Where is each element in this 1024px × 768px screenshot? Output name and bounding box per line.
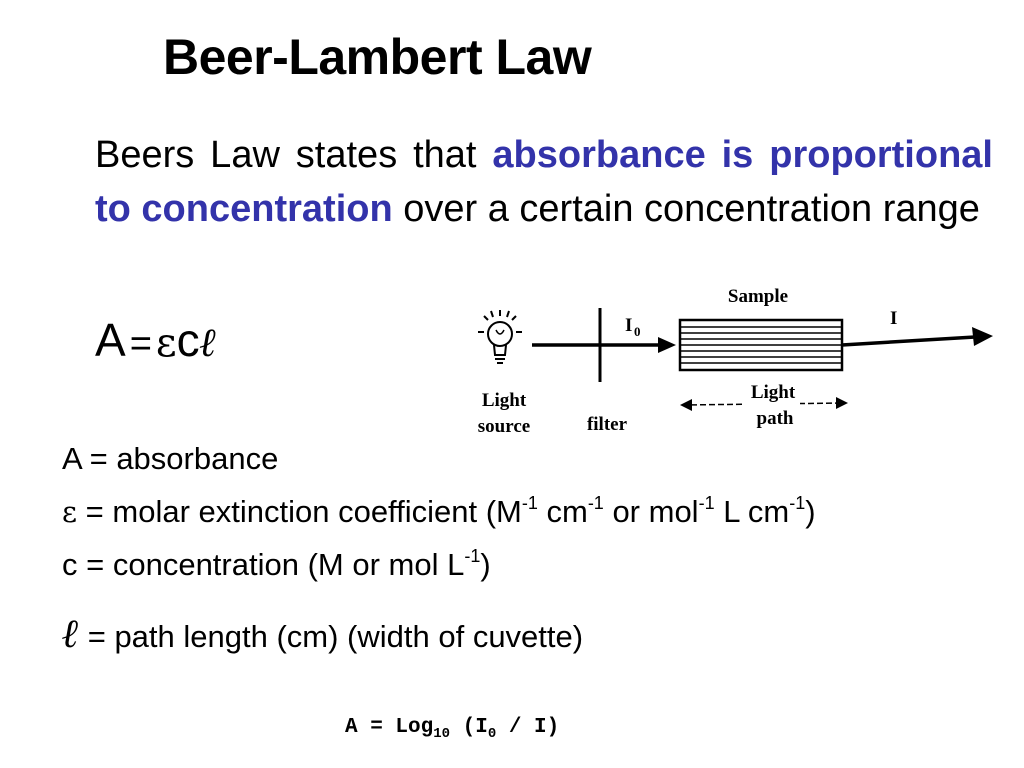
def-eps-t4: L cm [714,494,790,529]
beam-arrow-2 [972,327,993,346]
log-eq-sub1: 10 [433,726,451,742]
light-path-arrow-left [680,399,692,411]
log-equation: A = Log10 (I0 / I) [345,716,560,742]
i-out-label: I [890,308,897,329]
def-eps-s3: -1 [698,493,715,513]
intro-suffix: over a certain concentration range [392,188,980,230]
intro-paragraph: Beers Law states that absorbance is prop… [95,128,993,236]
beer-lambert-equation: A=εcℓ [95,313,217,367]
light-path-arrow-right [836,397,848,409]
definition-epsilon: ε = molar extinction coefficient (M-1 cm… [62,494,816,530]
def-eps-t5: ) [805,494,816,529]
light-source-label-2: source [478,416,530,437]
def-a-symbol: A [62,441,81,476]
def-ell-symbol: ℓ [62,610,80,657]
definition-path-length: ℓ = path length (cm) (width of cuvette) [62,610,583,657]
log-eq-t1: A = Log [345,716,434,739]
def-ell-text: path length (cm) (width of cuvette) [114,619,584,654]
def-c-symbol: c [62,547,78,582]
i0-label: I [625,315,632,336]
sample-cuvette [678,318,844,372]
beam-arrow-1 [658,337,676,353]
beam-line-2 [841,335,976,347]
i0-subscript: 0 [634,324,641,339]
eq-lhs: A [95,314,126,366]
def-eps-t2: cm [537,494,588,529]
def-eps-sign: = [77,494,113,529]
light-bulb-icon [478,310,522,364]
def-eps-t1: molar extinction coefficient (M [112,494,522,529]
def-c-sign: = [77,547,113,582]
eq-c: c [176,314,200,366]
eq-epsilon: ε [155,320,177,366]
def-c-t1: concentration (M or mol L [112,547,465,582]
def-eps-s2: -1 [587,493,604,513]
intro-prefix: Beers Law states that [95,134,493,176]
light-path-label-1: Light [751,382,796,403]
eq-ell: ℓ [199,319,217,366]
def-eps-s1: -1 [521,493,538,513]
intro-highlight: absorbance is proportional to concentrat… [95,134,993,230]
slide-title: Beer-Lambert Law [163,29,592,85]
eq-sign: = [129,323,152,365]
definition-concentration: c = concentration (M or mol L-1) [62,547,491,583]
log-eq-sub2: 0 [487,726,497,742]
def-eps-s4: -1 [789,493,806,513]
light-source-label-1: Light [482,390,527,411]
def-ell-sign: = [79,619,115,654]
sample-label: Sample [728,286,788,307]
spectrophotometer-diagram: Light source filter I 0 Sample I Light p… [478,286,993,437]
log-eq-t3: / I) [496,716,560,739]
definition-absorbance: A = absorbance [62,441,278,477]
def-a-text: absorbance [116,441,279,476]
log-eq-t2: (I [450,716,488,739]
light-path-label-2: path [757,408,794,429]
filter-label: filter [587,414,628,435]
def-a-sign: = [80,441,117,476]
def-eps-symbol: ε [62,495,78,529]
def-c-s1: -1 [464,546,481,566]
def-eps-t3: or mol [603,494,699,529]
def-c-t2: ) [480,547,491,582]
